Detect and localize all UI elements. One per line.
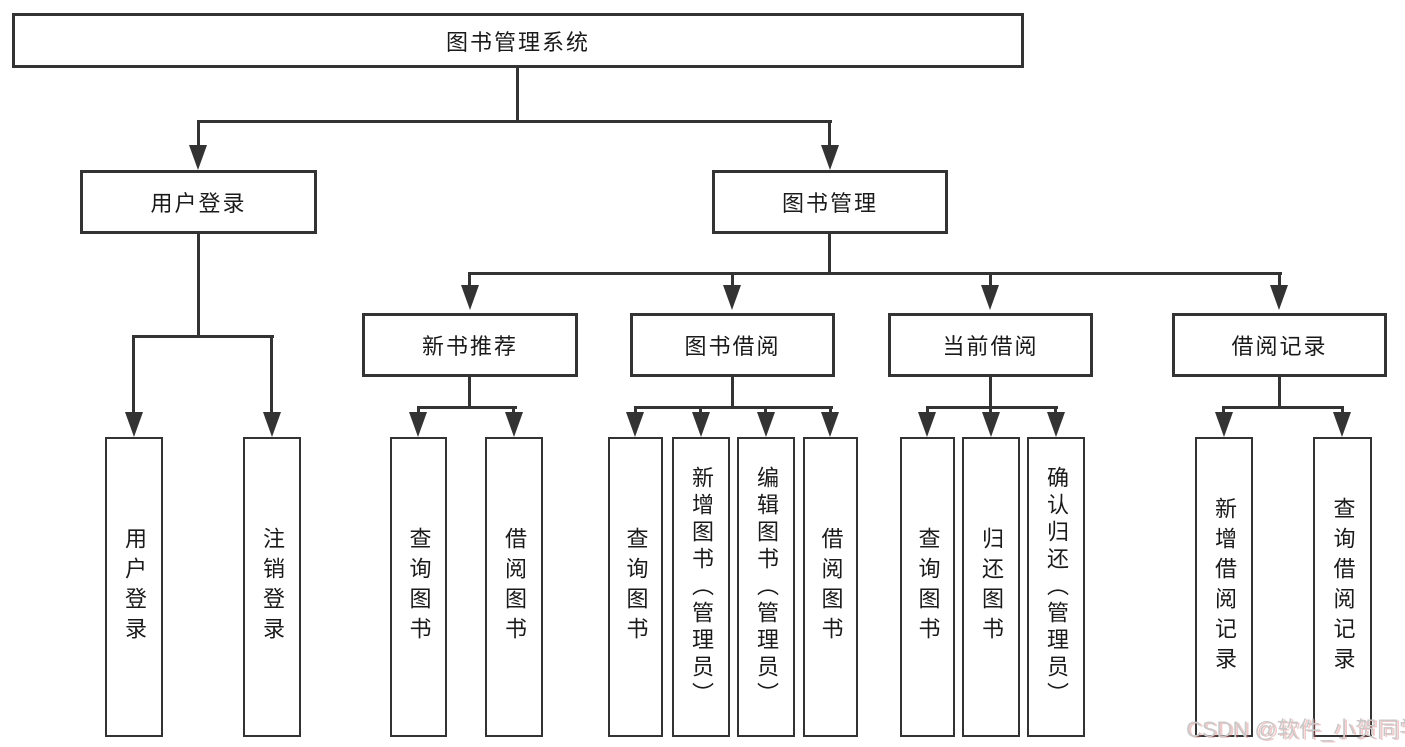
leaf-label: 查询图书 [915,527,941,647]
leaf-query-book: 查询图书 [900,437,955,737]
node-book-management: 图书管理 [712,170,948,234]
leaf-label: 注销登录 [260,527,285,647]
connector-line [197,120,832,123]
node-current-borrowing: 当前借阅 [888,313,1093,377]
node-label: 用户登录 [150,191,247,216]
connector-line [634,406,637,412]
leaf-label: 归还图书 [979,527,1004,647]
arrow-down-icon [981,285,999,310]
arrow-down-icon [982,412,1000,437]
node-borrowing-records: 借阅记录 [1172,313,1387,377]
connector-line [731,377,734,409]
node-label: 新书推荐 [421,334,518,359]
connector-line [468,272,1282,275]
connector-line [512,406,515,412]
connector-line [270,335,273,412]
connector-line [634,406,833,409]
arrow-down-icon [1047,412,1065,437]
connector-line [1278,272,1281,285]
connector-line [516,68,519,123]
leaf-label: 确认归还（管理员） [1044,465,1069,709]
arrow-down-icon [821,412,839,437]
arrow-down-icon [918,412,936,437]
leaf-query-borrow-record: 查询借阅记录 [1313,437,1372,737]
arrow-down-icon [125,412,143,437]
arrow-down-icon [409,412,427,437]
arrow-down-icon [1215,412,1233,437]
leaf-add-book-admin: 新增图书（管理员） [672,437,730,737]
node-user-login: 用户登录 [80,170,317,234]
arrow-down-icon [461,285,479,310]
leaf-return-book: 归还图书 [962,437,1020,737]
leaf-add-borrow-record: 新增借阅记录 [1195,437,1253,737]
arrow-down-icon [1270,285,1288,310]
connector-line [699,406,702,412]
arrow-down-icon [723,285,741,310]
leaf-edit-book-admin: 编辑图书（管理员） [737,437,795,737]
arrow-down-icon [1333,412,1351,437]
leaf-label: 借阅图书 [502,527,527,647]
connector-line [764,406,767,412]
connector-line [468,272,471,285]
connector-line [828,120,831,145]
connector-line [132,335,274,338]
arrow-down-icon [505,412,523,437]
leaf-label: 查询图书 [623,527,649,647]
leaf-confirm-return-admin: 确认归还（管理员） [1027,437,1085,737]
connector-line [989,406,992,412]
connector-line [417,406,420,412]
leaf-label: 借阅图书 [818,527,844,647]
leaf-label: 新增借阅记录 [1212,497,1237,677]
connector-line [197,120,200,145]
connector-line [468,377,471,409]
node-library-management-system: 图书管理系统 [12,13,1024,68]
connector-line [829,406,832,412]
connector-line [989,377,992,409]
leaf-borrow-book: 借阅图书 [803,437,858,737]
arrow-down-icon [757,412,775,437]
csdn-watermark: CSDN @软件_小贺同学 [1186,717,1405,742]
connector-line [828,234,831,275]
arrow-down-icon [821,145,839,170]
leaf-query-book: 查询图书 [608,437,663,737]
node-new-book-recommendation: 新书推荐 [362,313,578,377]
connector-line [1222,406,1225,412]
leaf-logout: 注销登录 [243,437,301,737]
node-label: 图书管理 [781,191,878,216]
connector-line [926,406,929,412]
leaf-label: 查询借阅记录 [1330,497,1356,677]
node-label: 图书管理系统 [445,29,590,55]
connector-line [197,234,200,338]
arrow-down-icon [626,412,644,437]
connector-line [926,406,1058,409]
leaf-borrow-book: 借阅图书 [485,437,543,737]
arrow-down-icon [692,412,710,437]
leaf-label: 编辑图书（管理员） [754,465,779,709]
connector-line [132,335,135,412]
node-label: 借阅记录 [1231,334,1328,359]
connector-line [1278,377,1281,409]
connector-line [1341,406,1344,412]
leaf-label: 新增图书（管理员） [689,465,714,709]
connector-line [731,272,734,285]
connector-line [1222,406,1344,409]
connector-line [1054,406,1057,412]
connector-line [417,406,517,409]
node-label: 当前借阅 [942,334,1039,359]
leaf-query-book: 查询图书 [390,437,447,737]
arrow-down-icon [189,145,207,170]
leaf-label: 用户登录 [122,527,147,647]
node-label: 图书借阅 [684,334,781,359]
leaf-user-login: 用户登录 [105,437,163,737]
connector-line [989,272,992,285]
leaf-label: 查询图书 [406,527,432,647]
arrow-down-icon [263,412,281,437]
node-book-borrowing: 图书借阅 [630,313,835,377]
